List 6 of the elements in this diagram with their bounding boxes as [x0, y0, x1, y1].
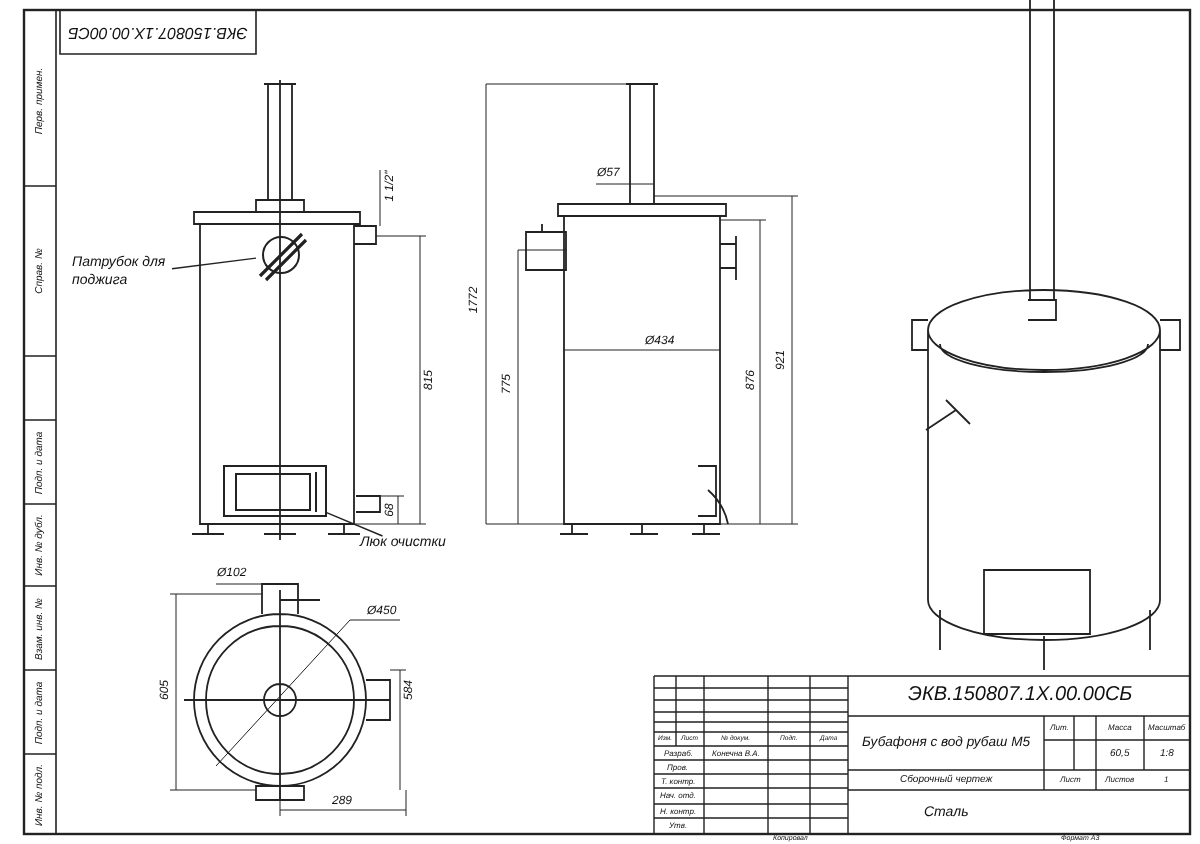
ignition-pipe-drawing [258, 232, 308, 282]
cleaning-hatch-drawing [223, 465, 327, 517]
title-block-text: ЭКВ.150807.1Х.00.00СБ [908, 686, 1133, 706]
leader-line [171, 257, 257, 270]
leader-line [325, 511, 384, 537]
document-number: ЭКВ.150807.1Х.00.00СБ [68, 24, 248, 40]
